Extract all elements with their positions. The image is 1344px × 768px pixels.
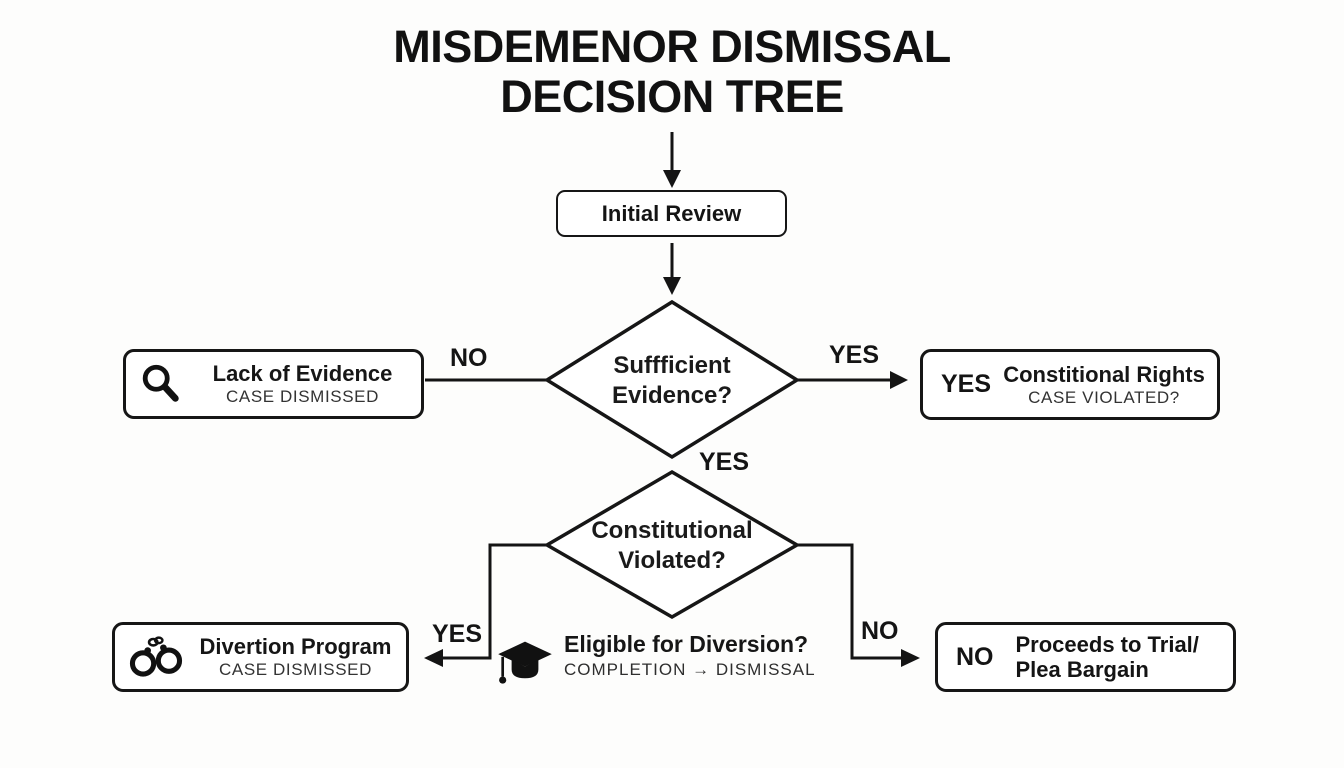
lack-of-evidence-text: Lack of Evidence CASE DISMISSED — [196, 361, 409, 407]
diversion-program-title: Divertion Program — [199, 634, 392, 659]
arrowhead-to-diversion — [424, 649, 443, 667]
node-sufficient-evidence: Suffficient Evidence? — [562, 351, 782, 411]
rights-subtitle: CASE VIOLATED? — [1028, 387, 1180, 407]
eligible-for-diversion-subtitle: COMPLETION → DISMISSAL — [564, 660, 816, 679]
edge-label-no-bottom-right: NO — [861, 617, 899, 645]
arrowhead-to-evidence — [663, 277, 681, 295]
diamond-constitutional-violated-shape — [543, 469, 801, 620]
connector-violated-yes — [441, 543, 547, 660]
rights-yes-prefix: YES — [941, 370, 992, 398]
node-proceeds-to-trial: NO Proceeds to Trial/ Plea Bargain — [935, 622, 1236, 692]
magnifier-icon — [142, 364, 179, 402]
eligible-for-diversion-title: Eligible for Diversion? — [564, 631, 809, 657]
connector-violated-no — [797, 543, 903, 660]
title-line-1: MISDEMENOR DISMISSAL — [393, 21, 951, 72]
diversion-program-text: Divertion Program CASE DISMISSED — [197, 634, 394, 680]
lack-of-evidence-subtitle: CASE DISMISSED — [226, 387, 379, 406]
rights-text: Constitional Rights CASE VIOLATED? — [1003, 362, 1205, 408]
node-initial-review: Initial Review — [556, 190, 787, 237]
diamond-sufficient-evidence-shape — [543, 299, 801, 460]
edge-label-yes-mid: YES — [699, 448, 750, 476]
initial-review-label: Initial Review — [601, 200, 742, 226]
edge-label-yes-bottom-left: YES — [432, 620, 483, 648]
node-lack-of-evidence: Lack of Evidence CASE DISMISSED — [123, 349, 424, 419]
arrowhead-to-rights — [890, 371, 908, 389]
edge-label-yes-right: YES — [829, 341, 880, 369]
lack-of-evidence-title: Lack of Evidence — [212, 361, 393, 386]
eligible-for-diversion-text: Eligible for Diversion? COMPLETION → DIS… — [564, 631, 816, 681]
node-diversion-program: Divertion Program CASE DISMISSED — [112, 622, 409, 692]
title-line-2: DECISION TREE — [500, 71, 844, 122]
sufficient-evidence-line-1: Suffficient — [613, 352, 731, 379]
node-constitutional-rights: YES Constitional Rights CASE VIOLATED? — [920, 349, 1220, 420]
handcuffs-icon — [129, 636, 183, 677]
proceeds-no-prefix: NO — [956, 642, 994, 671]
arrowhead-to-initial — [663, 170, 681, 188]
constitutional-violated-line-2: Violated? — [618, 547, 726, 574]
arrowhead-to-proceeds — [901, 649, 920, 667]
node-eligible-for-diversion: Eligible for Diversion? COMPLETION → DIS… — [496, 631, 816, 689]
edge-label-no-left: NO — [450, 344, 488, 372]
page-title: MISDEMENOR DISMISSAL DECISION TREE — [0, 22, 1344, 122]
sufficient-evidence-line-2: Evidence? — [611, 382, 733, 409]
proceeds-title-line-1: Proceeds to Trial/ — [1015, 632, 1199, 657]
node-constitutional-violated: Constitutional Violated? — [562, 516, 782, 576]
graduation-cap-icon — [498, 641, 552, 684]
rights-title: Constitional Rights — [1003, 361, 1205, 387]
proceeds-title-line-2: Plea Bargain — [1015, 657, 1149, 682]
constitutional-violated-line-1: Constitutional — [591, 517, 753, 544]
proceeds-text: Proceeds to Trial/ Plea Bargain — [1006, 632, 1222, 682]
diversion-program-subtitle: CASE DISMISSED — [219, 660, 372, 679]
